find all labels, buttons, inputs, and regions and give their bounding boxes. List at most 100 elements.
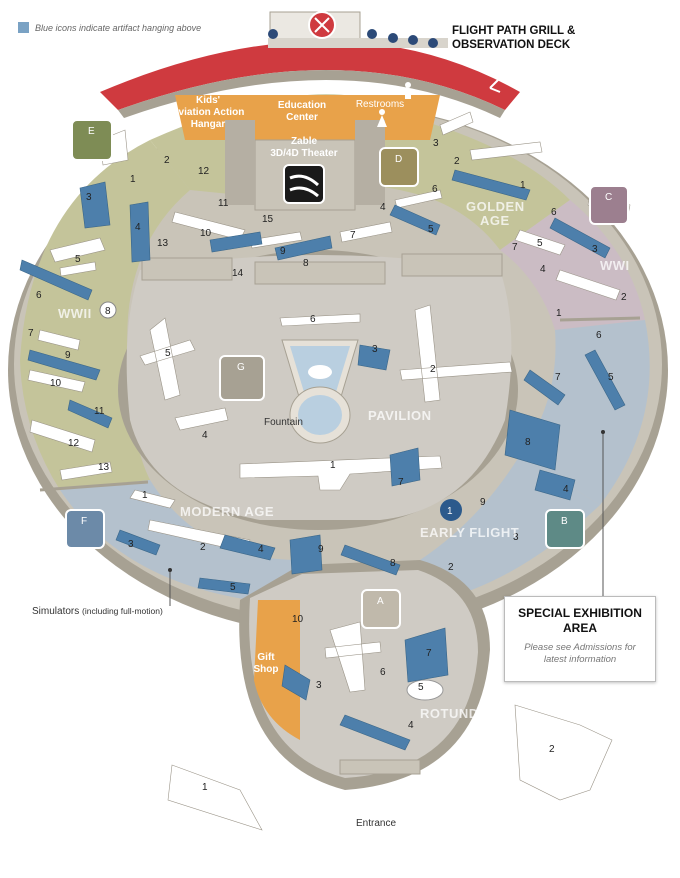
gallery-badge-b[interactable]: B — [545, 509, 585, 549]
svg-text:5: 5 — [608, 372, 614, 383]
svg-text:12: 12 — [198, 166, 210, 177]
svg-text:5: 5 — [75, 254, 81, 265]
svg-text:4: 4 — [380, 202, 386, 213]
grill-title[interactable]: FLIGHT PATH GRILL & OBSERVATION DECK — [452, 24, 602, 52]
special-sub-line2: latest information — [543, 654, 617, 665]
svg-text:3: 3 — [513, 532, 519, 543]
svg-text:1: 1 — [130, 174, 136, 185]
svg-text:12: 12 — [68, 438, 80, 449]
svg-text:6: 6 — [380, 667, 386, 678]
modern-age-zone[interactable] — [60, 480, 310, 600]
svg-text:5: 5 — [230, 582, 236, 593]
svg-text:3: 3 — [86, 192, 92, 203]
gallery-badge-a[interactable]: A — [361, 589, 401, 629]
wwii-label: WWII — [58, 306, 92, 321]
gallery-badge-g[interactable]: G — [219, 355, 265, 401]
gallery-badge-c[interactable]: C — [589, 185, 629, 225]
zone-labels: GOLDEN AGE WWI WWII PAVILION Fountain MO… — [58, 199, 629, 721]
svg-text:10: 10 — [292, 614, 304, 625]
legend-text: Blue icons indicate artifact hanging abo… — [35, 22, 202, 33]
svg-text:7: 7 — [350, 230, 356, 241]
theater-line2: 3D/4D Theater — [270, 148, 337, 159]
pavilion-label: PAVILION — [368, 408, 431, 423]
simulators-label[interactable]: Simulators (including full-motion) — [32, 606, 163, 617]
aircraft-silhouettes — [27, 111, 631, 831]
svg-text:11: 11 — [218, 198, 229, 209]
svg-text:4: 4 — [202, 430, 208, 441]
svg-text:2: 2 — [448, 562, 454, 573]
svg-text:1: 1 — [202, 782, 208, 793]
svg-text:2: 2 — [430, 364, 436, 375]
grill-title-line1: FLIGHT PATH GRILL & — [452, 25, 576, 37]
modern-age-label: MODERN AGE — [180, 504, 274, 519]
simulators-note: (including full-motion) — [82, 606, 163, 616]
gift-shop[interactable] — [254, 600, 300, 740]
early-flight-marker-1[interactable] — [440, 499, 462, 521]
svg-text:1: 1 — [142, 490, 148, 501]
svg-text:6: 6 — [551, 207, 557, 218]
marker-1-number: 1 — [447, 506, 453, 517]
badge-e-letter: E — [88, 126, 95, 137]
svg-text:7: 7 — [398, 477, 404, 488]
observation-deck[interactable] — [100, 41, 520, 110]
golden-age-line2: AGE — [480, 213, 510, 228]
entrance-doors[interactable] — [339, 759, 421, 775]
svg-text:2: 2 — [164, 155, 170, 166]
fork-knife-icon — [314, 17, 330, 33]
svg-text:9: 9 — [65, 350, 71, 361]
education-line1: Education — [278, 100, 326, 111]
special-leader-dot — [601, 430, 605, 434]
svg-text:9: 9 — [480, 497, 486, 508]
gallery-badge-e[interactable]: E — [71, 119, 113, 161]
entrance-label[interactable]: Entrance — [356, 818, 397, 829]
kids-hangar-line3: Hangar — [191, 119, 226, 130]
svg-text:4: 4 — [408, 720, 414, 731]
restroom-icon — [377, 82, 411, 127]
early-flight-label: EARLY FLIGHT — [420, 525, 519, 540]
kids-hangar-line2: Aviation Action — [172, 107, 245, 118]
svg-text:7: 7 — [555, 372, 561, 383]
svg-text:7: 7 — [426, 648, 432, 659]
rotunda-label: ROTUNDA — [420, 706, 489, 721]
svg-text:2: 2 — [454, 156, 460, 167]
upper-labels: Kids' Aviation Action Hangar Education C… — [172, 95, 404, 159]
svg-text:2: 2 — [621, 292, 627, 303]
legend: Blue icons indicate artifact hanging abo… — [18, 22, 201, 33]
left-tower — [225, 120, 255, 205]
fountain-label: Fountain — [264, 417, 303, 428]
svg-text:1: 1 — [520, 180, 526, 191]
badge-a-letter: A — [377, 596, 384, 607]
svg-text:6: 6 — [596, 330, 602, 341]
svg-text:7: 7 — [512, 242, 518, 253]
badge-f-letter: F — [81, 516, 87, 527]
badge-g-letter: G — [237, 362, 245, 373]
svg-text:8: 8 — [525, 437, 531, 448]
wwii-marker-8[interactable] — [99, 301, 117, 319]
svg-text:4: 4 — [563, 484, 569, 495]
return-arrow-icon — [489, 79, 501, 93]
gallery-badge-f[interactable]: F — [65, 509, 105, 549]
simulators-main: Simulators — [32, 606, 80, 617]
svg-text:13: 13 — [98, 462, 110, 473]
hanging-aircraft — [19, 169, 626, 751]
gallery-badge-d[interactable]: D — [379, 147, 419, 187]
special-exhibition-box[interactable]: SPECIAL EXHIBITION AREA Please see Admis… — [504, 596, 656, 682]
deck-rim — [118, 70, 505, 118]
film-strip-icon — [289, 174, 320, 198]
svg-text:9: 9 — [280, 246, 286, 257]
svg-text:13: 13 — [157, 238, 169, 249]
svg-text:1: 1 — [330, 460, 336, 471]
fountain-jet — [308, 365, 332, 379]
grill-facade — [268, 38, 448, 48]
svg-text:3: 3 — [372, 344, 378, 355]
kids-hangar-line1: Kids' — [196, 95, 220, 106]
simulators-leader-dot — [168, 568, 172, 572]
special-sub-line1: Please see Admissions for — [524, 642, 636, 653]
golden-age-line1: GOLDEN — [466, 199, 525, 214]
deck-telescopes — [268, 29, 438, 48]
zone-divider-left — [39, 480, 149, 492]
marker-8-number: 8 — [105, 306, 111, 317]
svg-text:10: 10 — [200, 228, 212, 239]
